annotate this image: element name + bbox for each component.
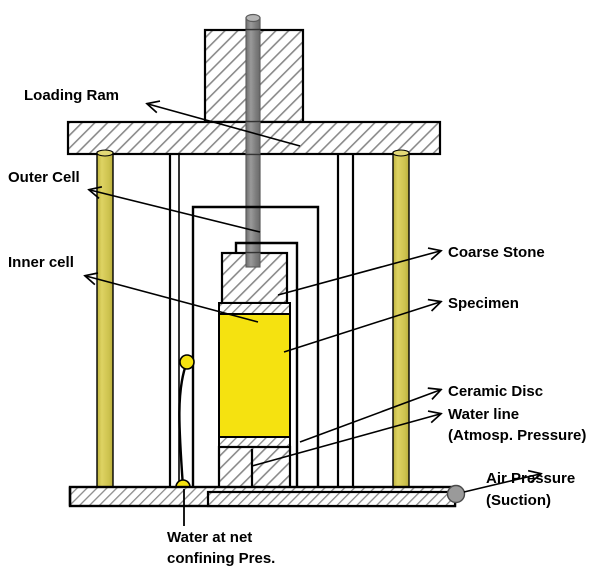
label-water-line-pressure-note: (Atmosp. Pressure) xyxy=(448,427,586,444)
label-water-line: Water line xyxy=(448,406,519,423)
label-water-net-confining: Water at net xyxy=(167,529,252,546)
leader-outer-cell xyxy=(90,190,261,233)
leader-air-pressure xyxy=(463,474,540,493)
leader-inner-cell xyxy=(86,276,259,323)
label-coarse-stone: Coarse Stone xyxy=(448,244,545,261)
top-plate xyxy=(66,120,442,156)
tie-rod-left xyxy=(96,149,114,488)
ram-crosshead-block xyxy=(203,28,305,124)
coarse-stone-strip xyxy=(218,302,291,315)
label-specimen: Specimen xyxy=(448,295,519,312)
water-port-upper-dot xyxy=(179,354,195,370)
label-texts: Loading Ram Outer Cell Inner cell Coarse… xyxy=(8,87,586,567)
label-ceramic-disc: Ceramic Disc xyxy=(448,383,543,400)
pedestal-block xyxy=(217,445,292,490)
leader-water-line xyxy=(251,414,440,467)
specimen-block xyxy=(218,313,291,438)
label-air-pressure: Air Pressure xyxy=(486,470,575,487)
ceramic-disc-strip xyxy=(218,436,291,448)
leader-lines xyxy=(86,104,540,526)
label-water-net-confining-line2: confining Pres. xyxy=(167,550,275,567)
leader-coarse-stone xyxy=(277,251,440,296)
leader-loading-ram xyxy=(148,104,301,147)
label-inner-cell: Inner cell xyxy=(8,254,74,271)
tie-rod-right xyxy=(392,149,410,488)
label-air-pressure-suction-note: (Suction) xyxy=(486,492,551,509)
label-outer-cell: Outer Cell xyxy=(8,169,80,186)
air-pressure-port xyxy=(446,484,466,504)
top-cap xyxy=(220,251,289,305)
leader-specimen xyxy=(283,302,440,353)
inner-cell-box xyxy=(191,205,320,489)
leader-ceramic-disc xyxy=(299,390,440,443)
label-loading-ram: Loading Ram xyxy=(24,87,119,104)
base-plate xyxy=(68,485,457,508)
